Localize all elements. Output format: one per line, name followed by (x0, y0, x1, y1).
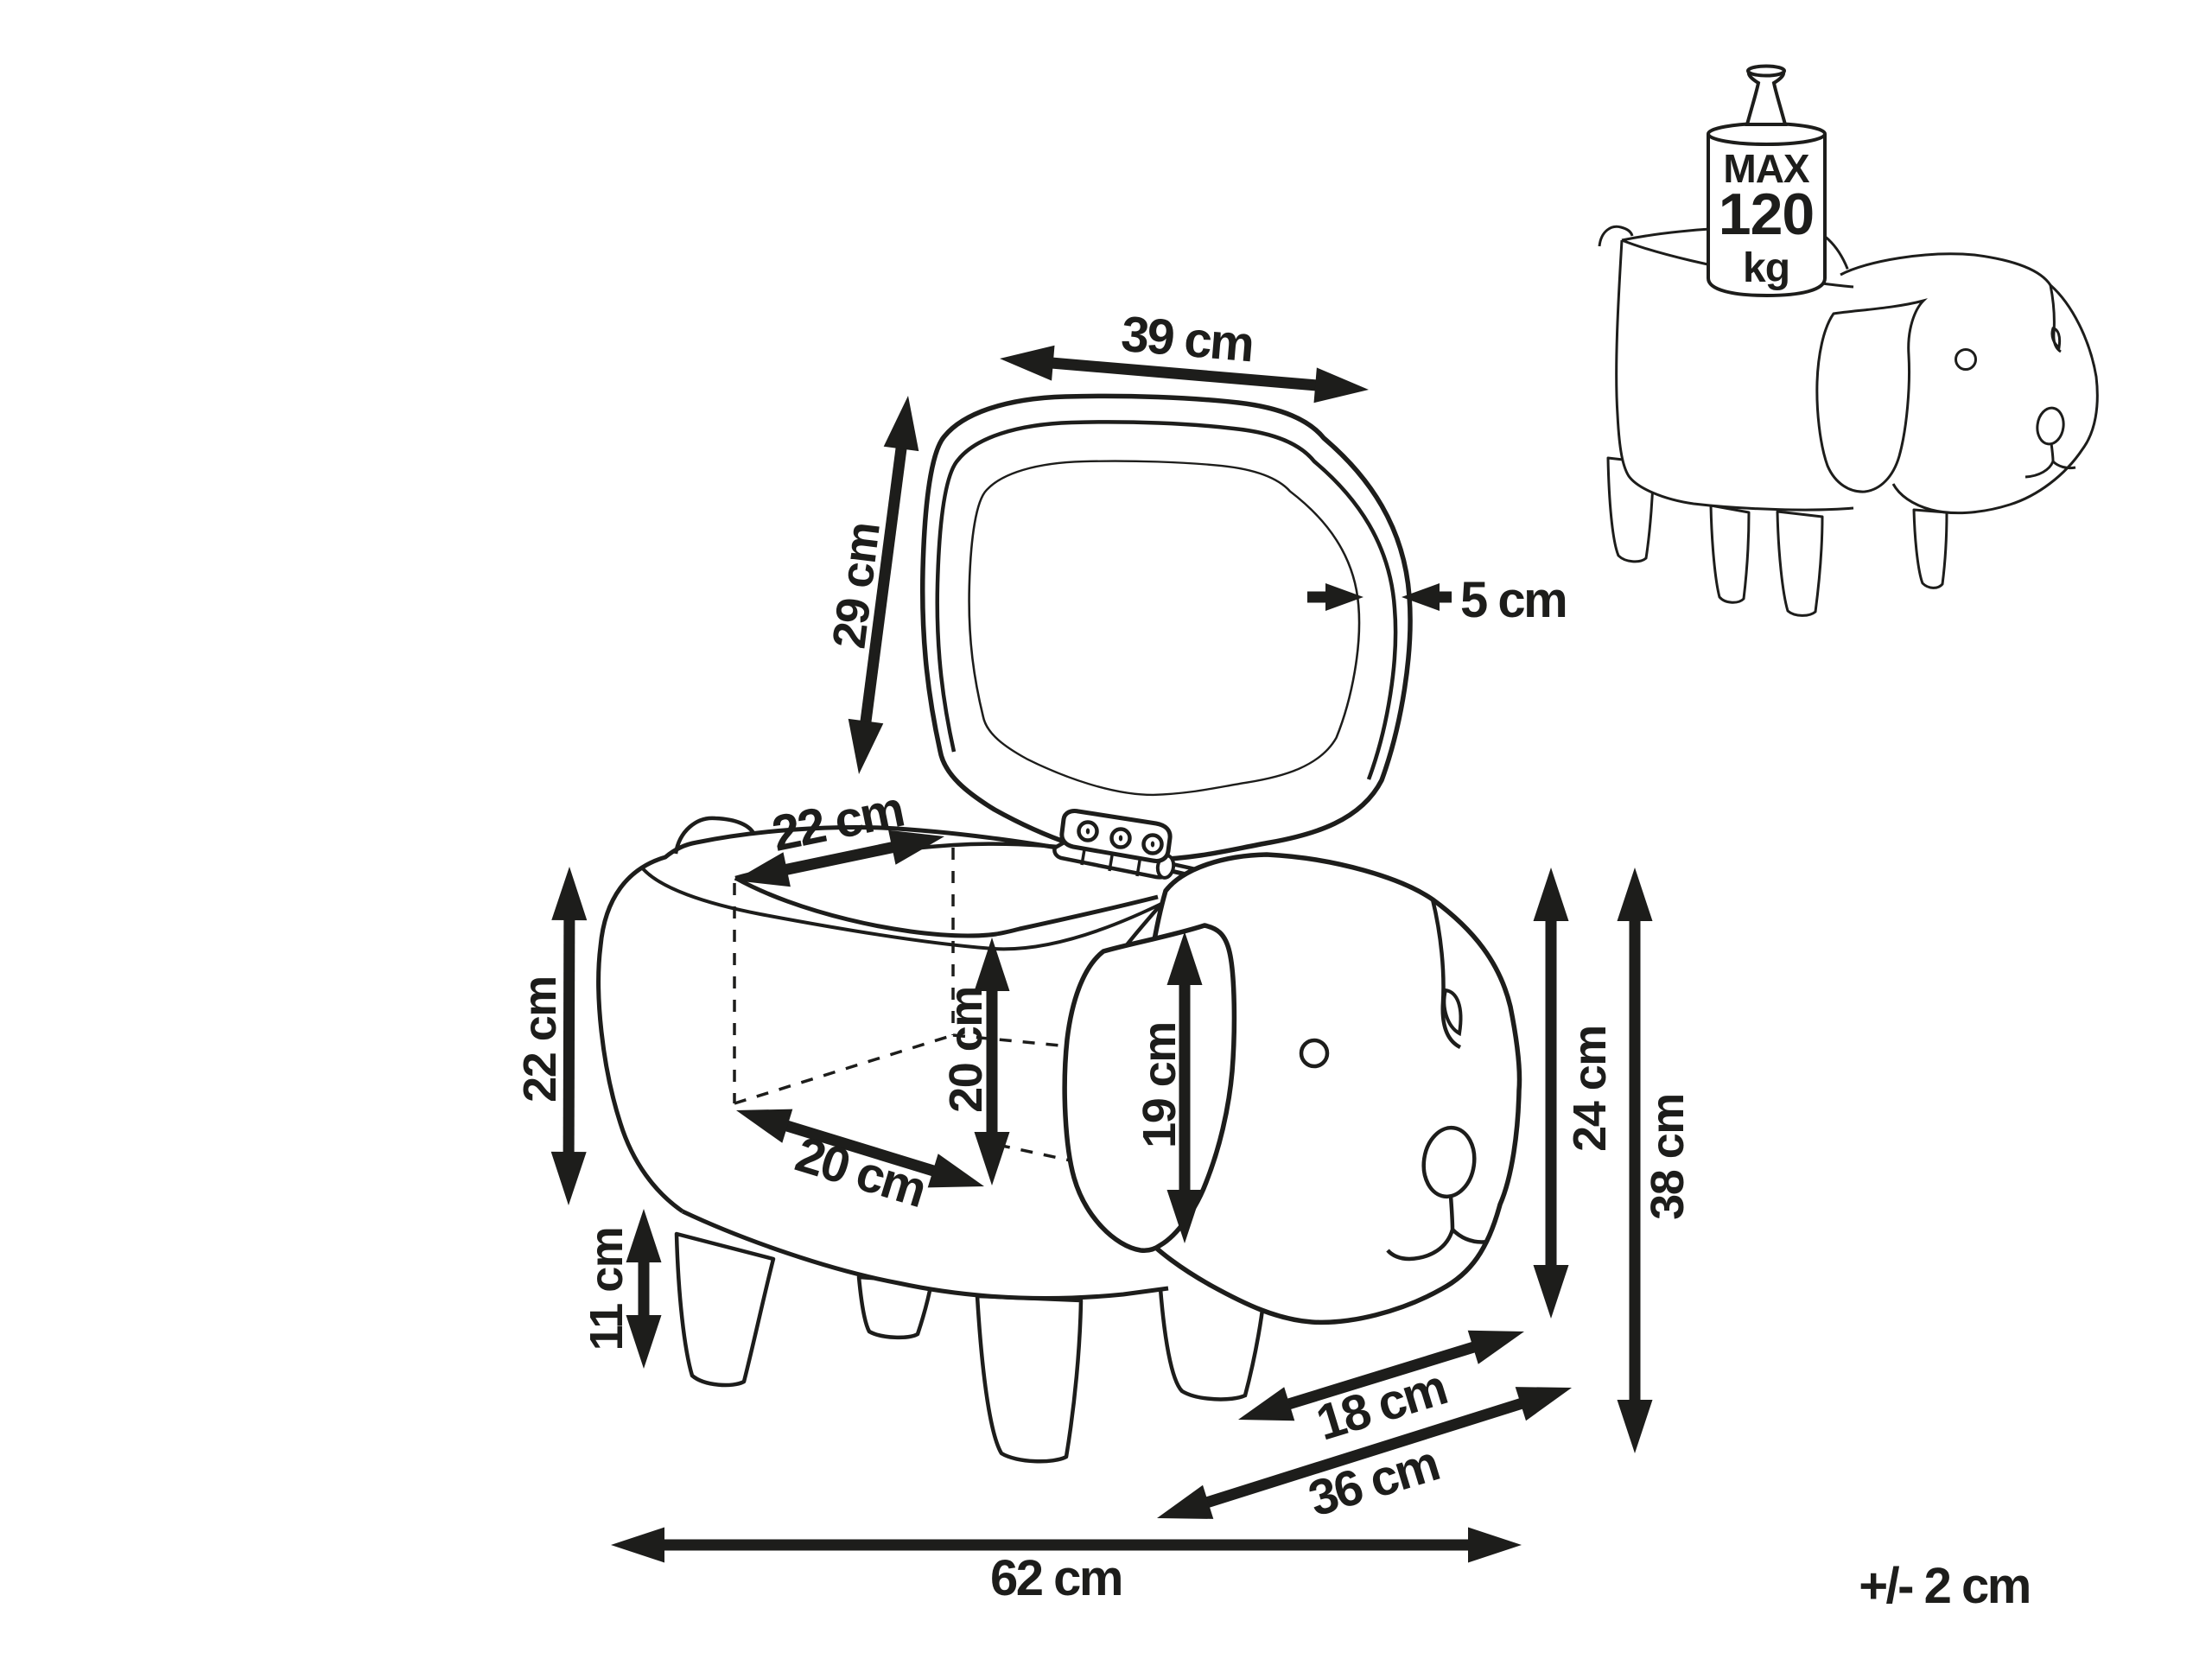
svg-text:62 cm: 62 cm (990, 1550, 1122, 1606)
svg-text:24 cm: 24 cm (1564, 1026, 1616, 1152)
svg-text:20 cm: 20 cm (940, 987, 992, 1113)
svg-text:39 cm: 39 cm (1119, 306, 1255, 372)
svg-text:5 cm: 5 cm (1460, 572, 1566, 628)
svg-text:38 cm: 38 cm (1642, 1094, 1694, 1220)
svg-text:+/- 2 cm: +/- 2 cm (1859, 1558, 2030, 1614)
svg-text:120: 120 (1719, 181, 1814, 247)
svg-text:22 cm: 22 cm (514, 976, 566, 1103)
svg-text:11 cm: 11 cm (581, 1228, 632, 1351)
svg-text:19 cm: 19 cm (1134, 1022, 1185, 1148)
svg-text:MAX: MAX (1723, 146, 1810, 191)
svg-text:kg: kg (1743, 245, 1789, 291)
